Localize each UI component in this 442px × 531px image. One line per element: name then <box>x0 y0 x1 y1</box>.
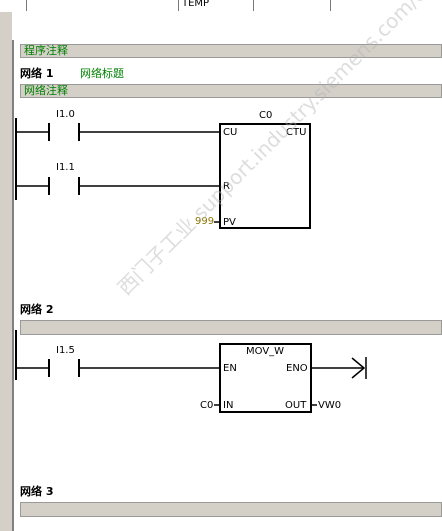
left-gutter <box>0 12 13 531</box>
network-3-comment-bar[interactable] <box>20 502 442 517</box>
contact-i1-5[interactable] <box>17 359 220 377</box>
network-1-title[interactable]: 网络标题 <box>80 67 124 80</box>
contact-i1-1[interactable] <box>17 177 220 195</box>
var-table-cell[interactable] <box>26 0 179 11</box>
var-table-row-header[interactable] <box>0 0 27 11</box>
contact-i1-0-label: I1.0 <box>56 109 75 120</box>
var-table-cell[interactable] <box>254 0 331 11</box>
ctu-block-box[interactable] <box>219 123 311 229</box>
var-table-type-cell[interactable]: TEMP <box>178 0 254 11</box>
r-pin: R <box>223 181 230 192</box>
mov-w-name: MOV_W <box>246 346 285 357</box>
contact-i1-0[interactable] <box>17 123 220 141</box>
network-3-label[interactable]: 网络 3 <box>20 485 54 498</box>
ctu-type: CTU <box>286 127 307 138</box>
eno-output-arrow <box>311 357 367 379</box>
contact-i1-1-label: I1.1 <box>56 162 75 173</box>
network-2-label[interactable]: 网络 2 <box>20 303 54 316</box>
cu-pin: CU <box>223 127 238 138</box>
out-pin: OUT <box>285 400 307 411</box>
counter-name: C0 <box>259 110 273 121</box>
contact-i1-5-label: I1.5 <box>56 345 75 356</box>
en-pin: EN <box>223 363 237 374</box>
pv-pin: PV <box>223 217 236 228</box>
eno-pin: ENO <box>286 363 308 374</box>
pv-value[interactable]: 999 <box>195 216 215 227</box>
mov-w-block-box[interactable] <box>219 343 312 413</box>
network-2-comment-bar[interactable] <box>20 320 442 335</box>
program-comment-bar[interactable]: 程序注释 <box>20 44 442 58</box>
in-pin: IN <box>223 400 234 411</box>
network-1-comment: 网络注释 <box>24 84 68 97</box>
in-operand[interactable]: C0 <box>200 400 214 411</box>
ladder-editor[interactable] <box>13 40 442 531</box>
network-1-label[interactable]: 网络 1 <box>20 67 54 80</box>
network-1-comment-bar[interactable]: 网络注释 <box>20 84 442 98</box>
editor-spacer <box>12 12 442 40</box>
out-operand[interactable]: VW0 <box>318 400 342 411</box>
power-rail <box>15 118 17 200</box>
program-comment: 程序注释 <box>24 44 68 57</box>
